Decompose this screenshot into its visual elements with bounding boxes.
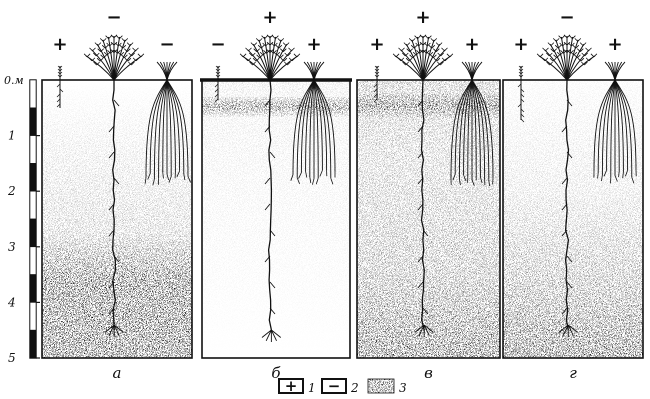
plant-sign-2: + xyxy=(415,7,430,28)
shrub-crown xyxy=(393,35,453,80)
legend-symbol-plus: + xyxy=(285,377,298,395)
shrub-crown xyxy=(84,35,144,80)
scale-cell xyxy=(30,275,36,303)
panel-4: + − + г xyxy=(503,7,643,382)
scale-cell xyxy=(30,163,36,191)
scale-cell xyxy=(30,191,36,219)
depth-axis-unit: 0.м xyxy=(4,74,24,87)
depth-tick-label: 2 xyxy=(7,184,16,198)
legend-symbol-minus: − xyxy=(328,377,341,395)
legend-item-2: − 2 xyxy=(322,377,359,395)
depth-tick-label: 3 xyxy=(8,240,16,254)
plant-sign-3: − xyxy=(159,34,174,55)
scale-cell xyxy=(30,219,36,247)
panel-1: + − − а xyxy=(42,7,192,382)
plant-sign-2: − xyxy=(106,7,121,28)
legend-stipple-swatch xyxy=(368,379,394,393)
scale-cell xyxy=(30,247,36,275)
plant-sign-1: + xyxy=(52,34,67,55)
legend-number-3: 3 xyxy=(399,381,407,395)
plant-sign-2: + xyxy=(262,7,277,28)
legend-number-1: 1 xyxy=(308,381,316,395)
shrub-crown xyxy=(240,35,300,80)
panel-2: −++б xyxy=(200,7,352,382)
plant-sign-1: + xyxy=(513,34,528,55)
plant-sign-1: − xyxy=(210,34,225,55)
panel-label: г xyxy=(569,364,577,382)
panel-label: а xyxy=(113,364,122,382)
scale-cell xyxy=(30,80,36,108)
depth-axis: 0.м 1 2 3 4 5 xyxy=(4,74,40,365)
shrub-crown xyxy=(537,35,597,80)
depth-tick-label: 4 xyxy=(7,295,16,309)
plant-sign-3: + xyxy=(607,34,622,55)
legend-item-1: + 1 xyxy=(279,377,316,395)
legend-number-2: 2 xyxy=(350,381,359,395)
plant-sign-2: − xyxy=(559,7,574,28)
scale-cell xyxy=(30,136,36,164)
plant-sign-3: + xyxy=(306,34,321,55)
scale-cell xyxy=(30,302,36,330)
panel-3: + + + в xyxy=(357,7,500,382)
plant-sign-1: + xyxy=(369,34,384,55)
panel-label: в xyxy=(424,364,433,382)
plant-sign-3: + xyxy=(464,34,479,55)
legend: + 1 − 2 3 xyxy=(279,377,407,395)
depth-tick-label: 5 xyxy=(8,351,16,365)
depth-tick-label: 1 xyxy=(8,129,16,143)
scale-cell xyxy=(30,330,36,358)
legend-item-3: 3 xyxy=(368,379,407,395)
scale-cell xyxy=(30,108,36,136)
